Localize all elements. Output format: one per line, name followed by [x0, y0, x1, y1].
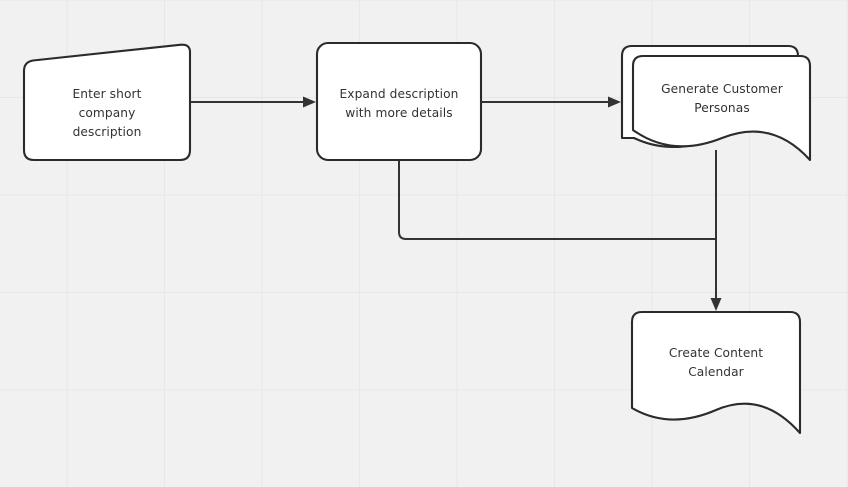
node-generate-customer-personas[interactable]	[631, 54, 812, 162]
arrowhead-expand-to-generate	[608, 96, 621, 108]
connector-expand-to-calendar[interactable]	[398, 160, 716, 240]
connector-layer	[190, 96, 722, 311]
arrowhead-generate-to-calendar	[710, 298, 722, 311]
arrowhead-enter-to-expand	[303, 96, 316, 108]
node-layer	[22, 41, 812, 435]
node-expand-description[interactable]	[315, 41, 483, 162]
node-create-content-calendar[interactable]	[630, 310, 802, 435]
node-enter-short-company-description[interactable]	[22, 43, 192, 162]
